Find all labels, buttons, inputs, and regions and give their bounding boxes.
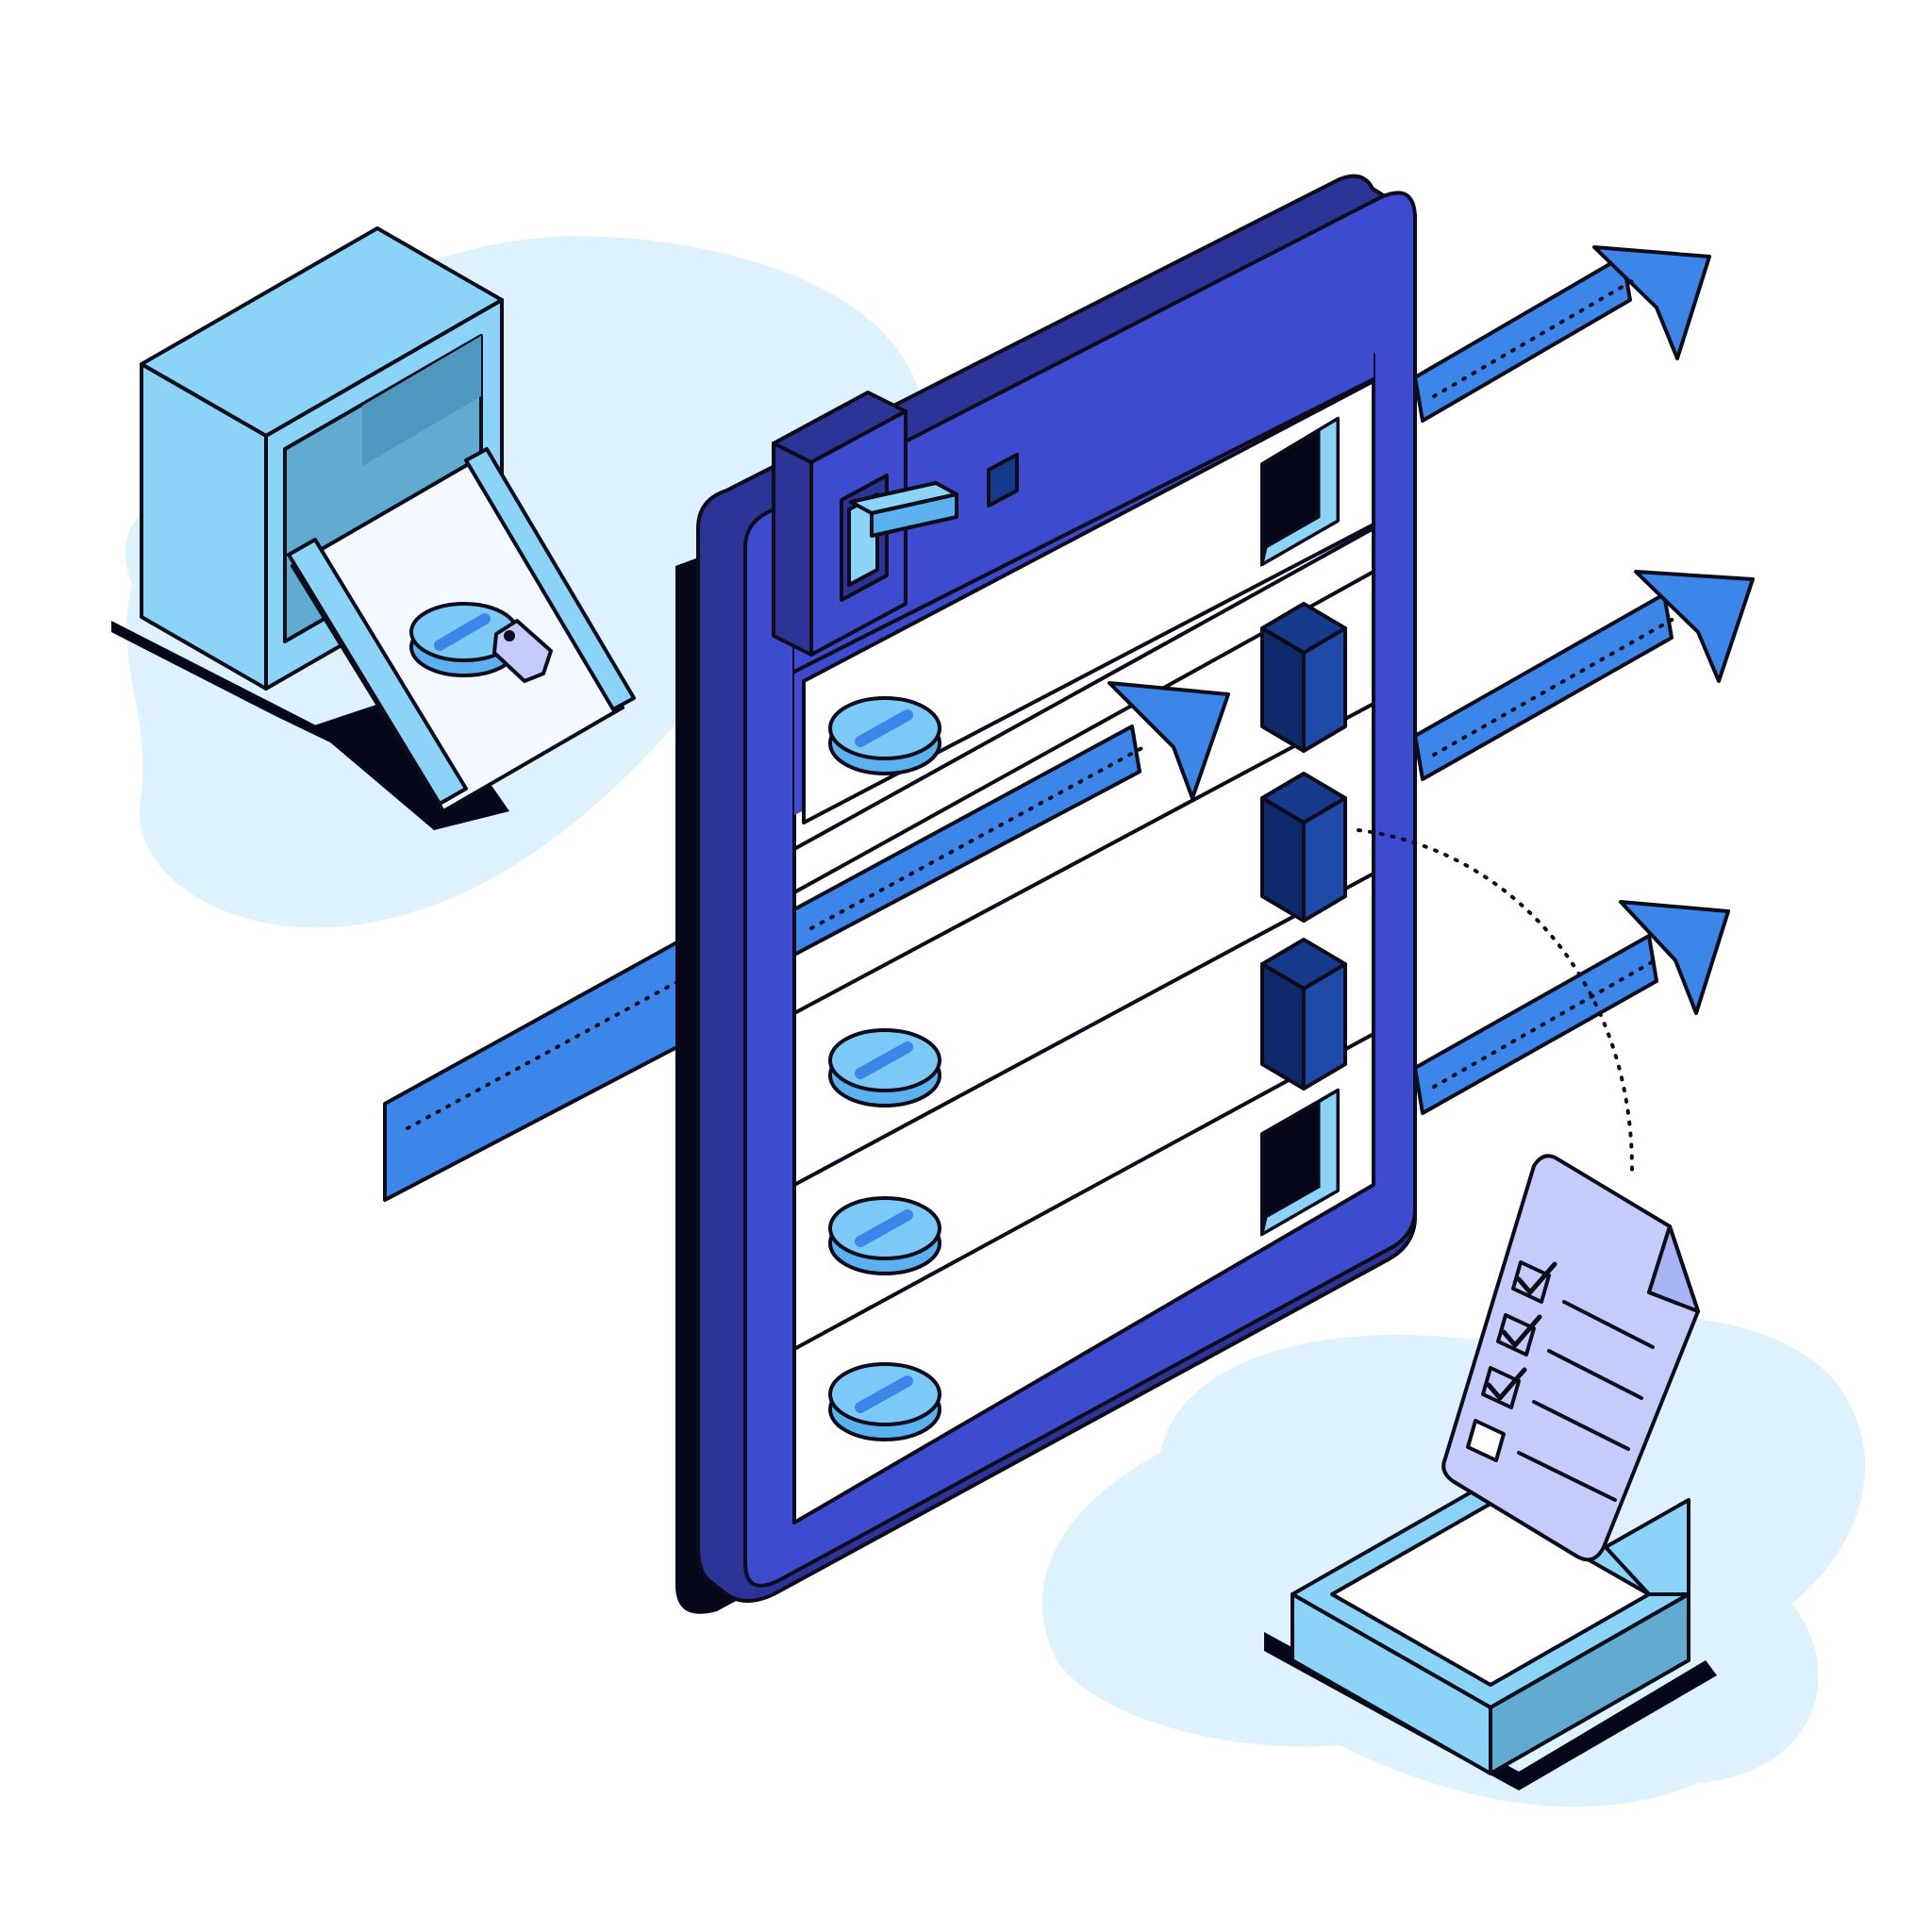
arrow-right-icon [1413,900,1730,1115]
empty-slot [1259,1088,1340,1237]
board-top-row [802,379,1375,824]
output-arrows [1413,245,1755,1115]
checkbox-icon [1481,1366,1527,1409]
checklist-document-icon [1441,1154,1700,1562]
checkbox-icon [1511,1260,1557,1304]
empty-slot [1259,416,1340,567]
connector-dotted [1357,828,1634,1172]
stack-block [1260,602,1347,753]
document-tray [1264,1154,1717,1790]
checkbox-icon [1496,1313,1542,1357]
price-tag-icon [492,619,553,683]
coin-icon [828,696,941,775]
coin-icon [828,1028,941,1108]
process-board [675,174,1634,1614]
arrow-right-icon [1413,245,1711,423]
coin-dispenser-machine [111,226,636,830]
coin-icon [828,1362,941,1441]
arrow-right-icon [792,681,1230,957]
toggle-switch-icon [772,391,1019,657]
stack-block [1260,938,1347,1091]
coin-icon [828,1196,941,1275]
status-indicator [987,453,1019,508]
arrow-right-icon [1413,570,1755,781]
checkbox-icon [1466,1419,1506,1462]
stack-block [1260,772,1347,923]
